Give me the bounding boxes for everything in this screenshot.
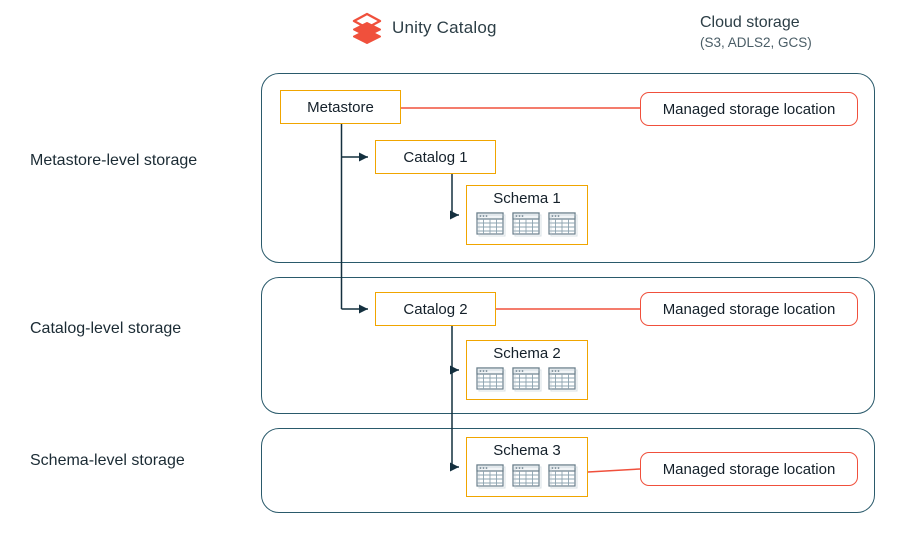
cloud-storage-subtitle: (S3, ADLS2, GCS) (700, 34, 812, 50)
managed-storage-location-catalog-label: Managed storage location (662, 300, 836, 318)
row-label-metastore-level-storage: Metastore-level storage (30, 152, 198, 169)
node-metastore[interactable]: Metastore (280, 90, 401, 124)
table-grid-icon (512, 463, 542, 488)
row-label-schema-level-storage: Schema-level storage (30, 452, 185, 469)
node-metastore-label: Metastore (307, 98, 374, 116)
managed-storage-location-metastore[interactable]: Managed storage location (640, 92, 858, 126)
managed-storage-location-catalog[interactable]: Managed storage location (640, 292, 858, 326)
unity-catalog-stacked-layers-icon (352, 12, 382, 44)
node-catalog-1[interactable]: Catalog 1 (375, 140, 496, 174)
panel-schema-level (261, 428, 875, 513)
managed-storage-location-metastore-label: Managed storage location (662, 100, 836, 118)
node-catalog-1-label: Catalog 1 (403, 148, 468, 166)
managed-storage-location-schema[interactable]: Managed storage location (640, 452, 858, 486)
node-catalog-2-label: Catalog 2 (403, 300, 468, 318)
table-grid-icon (476, 211, 506, 236)
unity-catalog-header: Unity Catalog (352, 12, 497, 44)
table-grid-icon (512, 211, 542, 236)
node-schema-3-label: Schema 3 (493, 442, 561, 459)
node-schema-2[interactable]: Schema 2 (466, 340, 588, 400)
node-schema-1[interactable]: Schema 1 (466, 185, 588, 245)
row-label-catalog-level-storage: Catalog-level storage (30, 320, 182, 337)
table-grid-icon (476, 366, 506, 391)
node-schema-1-label: Schema 1 (493, 190, 561, 207)
table-grid-icon (548, 366, 578, 391)
managed-storage-location-schema-label: Managed storage location (662, 460, 836, 478)
table-grid-icon (476, 463, 506, 488)
cloud-storage-title: Cloud storage (700, 14, 800, 31)
schema-3-table-icons (476, 463, 578, 489)
schema-1-table-icons (476, 211, 578, 237)
node-schema-2-label: Schema 2 (493, 345, 561, 362)
table-grid-icon (548, 211, 578, 236)
node-catalog-2[interactable]: Catalog 2 (375, 292, 496, 326)
unity-catalog-label: Unity Catalog (392, 18, 497, 37)
table-grid-icon (512, 366, 542, 391)
table-grid-icon (548, 463, 578, 488)
node-schema-3[interactable]: Schema 3 (466, 437, 588, 497)
schema-2-table-icons (476, 366, 578, 392)
panel-metastore-level (261, 73, 875, 263)
cloud-storage-header: Cloud storage (S3, ADLS2, GCS) (700, 12, 918, 52)
panel-catalog-level (261, 277, 875, 414)
